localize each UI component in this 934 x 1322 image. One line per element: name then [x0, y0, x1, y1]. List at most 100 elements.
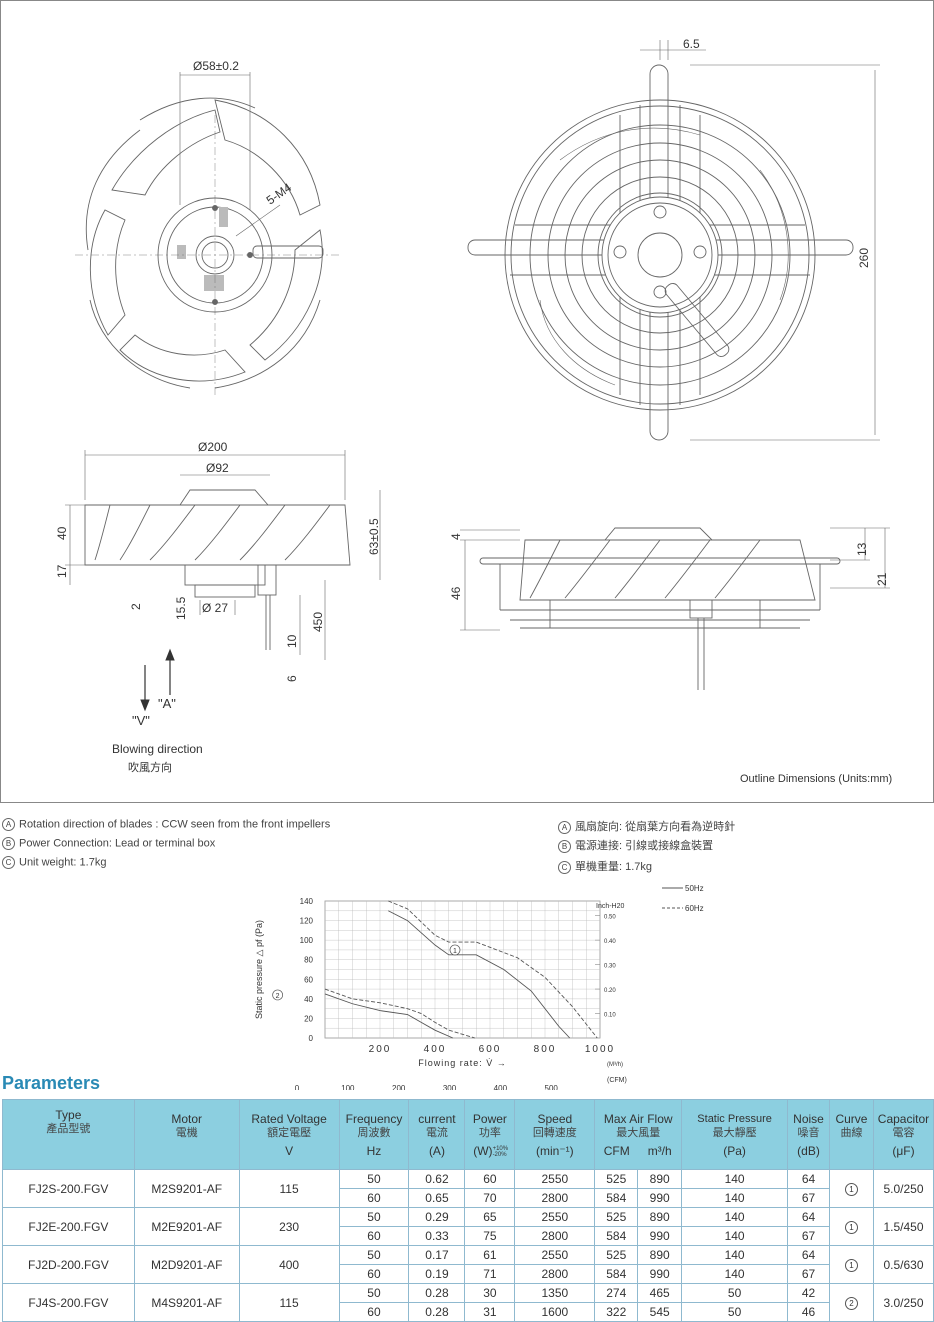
x-tick-label: 200 — [369, 1044, 392, 1055]
cell-motor: M4S9201-AF — [133, 1283, 240, 1322]
cell-a: 0.28 — [408, 1283, 466, 1303]
note-symbol: A — [2, 818, 15, 831]
cell-voltage: 230 — [238, 1207, 340, 1246]
cell-pa: 140 — [681, 1207, 789, 1227]
cell-rpm: 2550 — [514, 1207, 596, 1227]
cell-a: 0.62 — [408, 1169, 466, 1189]
curve-marker — [449, 944, 461, 956]
guard-front-view — [467, 40, 880, 441]
x2-tick-label: 0 — [295, 1084, 300, 1090]
note-text: 電源連接: 引線或接線盒裝置 — [575, 840, 714, 852]
note-symbol: B — [2, 837, 15, 850]
dim-diameter-92: Ø92 — [206, 461, 229, 475]
dim-length-450: 450 — [311, 612, 325, 632]
y2-tick-label: 0.30 — [604, 964, 616, 970]
cell-pa: 140 — [681, 1188, 789, 1208]
y-tick-label: 60 — [304, 975, 313, 984]
cell-a: 0.19 — [408, 1264, 466, 1284]
cell-m3h: 890 — [637, 1245, 683, 1265]
series-line — [324, 988, 476, 1039]
cell-w: 70 — [464, 1188, 516, 1208]
cell-rpm: 2550 — [514, 1169, 596, 1189]
cell-pa: 140 — [681, 1226, 789, 1246]
dim-diameter-200: Ø200 — [198, 440, 228, 454]
parameters-title: Parameters — [2, 1073, 101, 1093]
cell-voltage: 115 — [238, 1283, 340, 1322]
cell-a: 0.33 — [408, 1226, 466, 1246]
cell-hz: 60 — [338, 1264, 410, 1284]
dim-length-10: 10 — [285, 634, 299, 648]
dim-diameter-27: Ø 27 — [202, 601, 228, 615]
cell-pa: 140 — [681, 1169, 789, 1189]
x-unit-label: (M³/h) — [607, 1062, 623, 1068]
cell-m3h: 465 — [637, 1283, 683, 1303]
cell-hz: 50 — [338, 1283, 410, 1303]
cell-curve: 1 — [828, 1245, 874, 1284]
cell-w: 75 — [464, 1226, 516, 1246]
guard-side-view — [460, 527, 890, 690]
y-tick-label: 140 — [300, 897, 314, 906]
dim-height-63: 63±0.5 — [367, 518, 381, 555]
y2-unit-label: Inch-H20 — [596, 903, 625, 910]
cell-capacitor: 3.0/250 — [872, 1283, 934, 1322]
dim-side-13: 13 — [855, 542, 869, 556]
cell-cfm: 584 — [594, 1188, 639, 1208]
x2-tick-label: 500 — [545, 1084, 559, 1090]
legend-label: 60Hz — [685, 904, 704, 913]
note-text: Rotation direction of blades : CCW seen … — [19, 818, 331, 831]
x-axis-label: Flowing rate: V̇ → — [418, 1058, 507, 1068]
note-text: 單機重量: 1.7kg — [575, 861, 653, 873]
cell-voltage: 400 — [238, 1245, 340, 1284]
cell-a: 0.29 — [408, 1207, 466, 1227]
cell-curve: 1 — [828, 1169, 874, 1208]
cell-db: 64 — [787, 1245, 830, 1265]
y-tick-label: 40 — [304, 995, 313, 1004]
cell-a: 0.28 — [408, 1302, 466, 1322]
cell-a: 0.17 — [408, 1245, 466, 1265]
cell-db: 46 — [787, 1302, 830, 1322]
impeller-side-view — [65, 450, 381, 660]
series-line — [388, 910, 571, 1039]
y2-tick-label: 0.20 — [604, 988, 616, 994]
dim-height-2: 2 — [129, 603, 143, 610]
curve-label: 2 — [276, 993, 280, 1000]
blowing-direction-zh: 吹風方向 — [128, 760, 172, 774]
dim-side-46: 46 — [449, 586, 463, 600]
dim-height-15-5: 15.5 — [174, 596, 188, 620]
x-tick-label: 600 — [479, 1044, 502, 1055]
cell-m3h: 990 — [637, 1264, 683, 1284]
cell-type: FJ2E-200.FGV — [2, 1207, 135, 1246]
note-en-rotation: A Rotation direction of blades : CCW seen… — [2, 818, 330, 831]
cell-cfm: 274 — [594, 1283, 639, 1303]
x2-tick-label: 400 — [494, 1084, 508, 1090]
cell-curve: 1 — [828, 1207, 874, 1246]
cell-capacitor: 5.0/250 — [872, 1169, 934, 1208]
cell-curve: 2 — [828, 1283, 874, 1322]
x2-unit-label: (CFM) — [607, 1077, 627, 1084]
cell-voltage: 115 — [238, 1169, 340, 1208]
cell-rpm: 2550 — [514, 1245, 596, 1265]
cell-rpm: 2800 — [514, 1264, 596, 1284]
y2-tick-label: 0.50 — [604, 915, 616, 921]
note-symbol: C — [2, 856, 15, 869]
cell-capacitor: 0.5/630 — [872, 1245, 934, 1284]
outline-dimensions-label: Outline Dimensions (Units:mm) — [740, 773, 892, 785]
y-tick-label: 120 — [300, 917, 314, 926]
cell-a: 0.65 — [408, 1188, 466, 1208]
